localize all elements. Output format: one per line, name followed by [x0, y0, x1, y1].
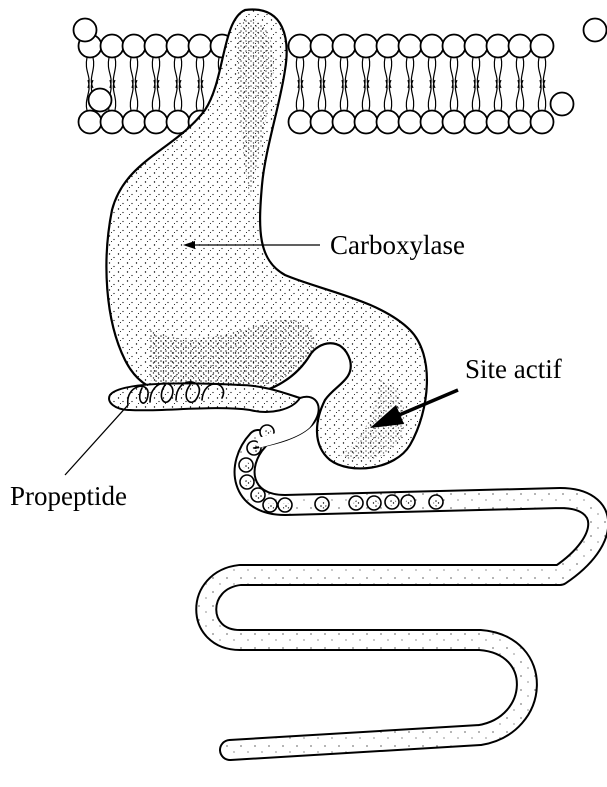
lipid-head	[531, 35, 554, 58]
lipid-head	[531, 111, 554, 134]
label-propeptide: Propeptide	[10, 481, 127, 511]
lipid-head	[509, 35, 532, 58]
lipid-tail	[384, 58, 391, 89]
lipid-head	[289, 35, 312, 58]
lipid-tail	[428, 80, 435, 111]
lipid-head	[189, 35, 212, 58]
lipid-head	[79, 111, 102, 134]
label-site-actif: Site actif	[465, 354, 562, 384]
lipid-tail	[318, 80, 325, 111]
chain-bead-shading	[372, 501, 379, 508]
lipid-head	[421, 35, 444, 58]
lipid-tail	[340, 58, 347, 89]
lipid-head	[509, 111, 532, 134]
lipid-tail	[538, 80, 545, 111]
lipid-tail	[362, 58, 369, 89]
lipid-tail	[516, 80, 523, 111]
lipid-head	[355, 35, 378, 58]
lipid-head	[465, 35, 488, 58]
label-carboxylase: Carboxylase	[330, 230, 465, 260]
lipid-tail	[318, 58, 325, 89]
lipid-head	[443, 35, 466, 58]
lipid-head	[421, 111, 444, 134]
lipid-tail	[130, 58, 137, 89]
chain-bead-shading	[256, 493, 263, 500]
lipid-head	[145, 35, 168, 58]
lipid-tail	[152, 80, 159, 111]
lipid-tail	[538, 58, 545, 89]
lipid-tail	[130, 80, 137, 111]
lipid-tail	[296, 80, 303, 111]
chain-bead-shading	[406, 500, 413, 507]
chain-bead-shading	[244, 463, 251, 470]
lipid-head	[74, 19, 97, 42]
lipid-tail	[86, 58, 93, 89]
propeptide-helix	[109, 382, 319, 448]
lipid-head	[123, 35, 146, 58]
lipid-head	[145, 111, 168, 134]
propeptide-pointer	[65, 405, 128, 475]
lipid-tail	[406, 80, 413, 111]
lipid-tail	[152, 58, 159, 89]
lipid-tail	[340, 80, 347, 111]
lipid-head	[487, 35, 510, 58]
lipid-tail	[494, 80, 501, 111]
lipid-head	[377, 35, 400, 58]
lipid-tail	[516, 58, 523, 89]
chain-bead-shading	[268, 503, 275, 510]
lipid-head	[289, 111, 312, 134]
lipid-head	[333, 111, 356, 134]
chain-bead-shading	[390, 500, 397, 507]
lipid-head	[333, 35, 356, 58]
lipid-head	[551, 93, 574, 116]
chain-bead-shading	[245, 480, 252, 487]
lipid-head	[167, 35, 190, 58]
lipid-head	[399, 111, 422, 134]
lipid-tail	[472, 58, 479, 89]
lipid-tail	[174, 80, 181, 111]
lipid-tail	[384, 80, 391, 111]
lipid-bilayer	[74, 19, 607, 134]
lipid-tail	[174, 58, 181, 89]
lipid-head	[399, 35, 422, 58]
lipid-tail	[472, 80, 479, 111]
lipid-head	[355, 111, 378, 134]
lipid-head	[101, 35, 124, 58]
lipid-head	[311, 35, 334, 58]
lipid-tail	[406, 58, 413, 89]
lipid-tail	[196, 58, 203, 89]
polypeptide-tail	[206, 440, 598, 750]
lipid-tail	[450, 58, 457, 89]
lipid-head	[377, 111, 400, 134]
lipid-head	[101, 111, 124, 134]
chain-bead-shading	[283, 503, 290, 510]
lipid-head	[89, 89, 112, 112]
lipid-tail	[428, 58, 435, 89]
chain-bead-shading	[320, 502, 327, 509]
lipid-head	[487, 111, 510, 134]
lipid-tail	[296, 58, 303, 89]
lipid-tail	[362, 80, 369, 111]
lipid-head	[443, 111, 466, 134]
lipid-head	[123, 111, 146, 134]
lipid-tail	[450, 80, 457, 111]
chain-bead-shading	[434, 500, 441, 507]
lipid-head	[311, 111, 334, 134]
chain-bead-shading	[354, 501, 361, 508]
lipid-tail	[108, 58, 115, 89]
lipid-head	[465, 111, 488, 134]
lipid-tail	[196, 80, 203, 111]
lipid-tail	[494, 58, 501, 89]
lipid-head	[584, 19, 607, 42]
